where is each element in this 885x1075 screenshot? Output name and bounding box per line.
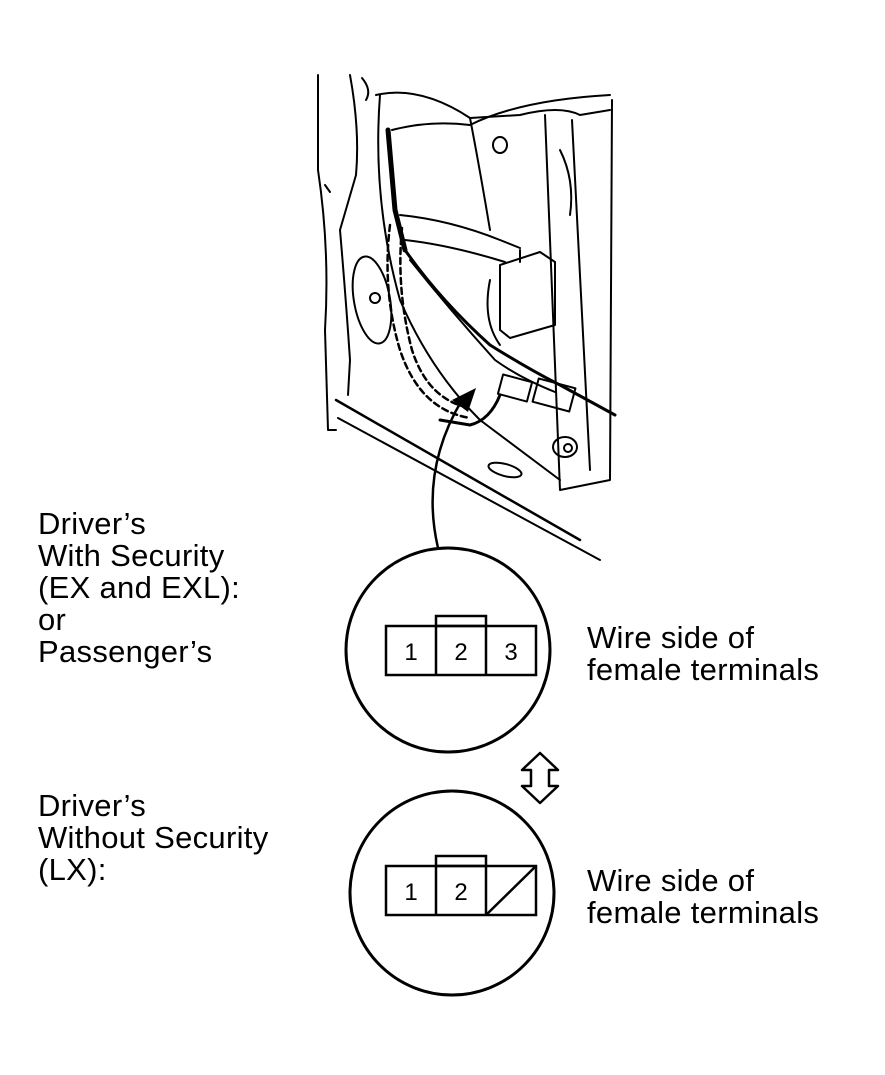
label-line: female terminals: [587, 895, 820, 930]
pin-label: 2: [454, 879, 467, 906]
empty-cavity-slash: [485, 865, 537, 916]
panel-top: [375, 91, 611, 119]
pillar-inner-edge: [339, 74, 359, 396]
pointer-arrowhead: [452, 388, 476, 412]
sill-edge: [334, 398, 582, 542]
label-line: (LX):: [38, 852, 107, 887]
label-line: (EX and EXL):: [38, 570, 241, 605]
label-line: Wire side of: [587, 620, 755, 655]
label-line: female terminals: [587, 652, 820, 687]
label-line: or: [38, 602, 67, 637]
connector-face-top: 1 2 3: [384, 614, 538, 677]
pin-label: 1: [404, 639, 417, 666]
control-unit: [499, 251, 556, 339]
alternate-arrow-icon: [520, 751, 560, 805]
connector-detail-circle-top: [344, 546, 552, 754]
pillar-detail: [361, 77, 370, 101]
wire-side-label-bottom: Wire side of female terminals: [587, 865, 819, 929]
label-line: Without Security: [38, 820, 269, 855]
sill-edge-lower: [337, 417, 601, 561]
pin-label: 1: [404, 879, 417, 906]
harness-connector-mate: [531, 377, 577, 413]
label-line: With Security: [38, 538, 225, 573]
connector-detail-circle-bottom: [348, 789, 556, 997]
trim-line: [377, 94, 561, 481]
label-line: Driver’s: [38, 788, 147, 823]
driver-with-security-label: Driver’s With Security (EX and EXL): or …: [38, 508, 240, 668]
label-line: Driver’s: [38, 506, 147, 541]
pin-label: 3: [504, 639, 517, 666]
label-line: Passenger’s: [38, 634, 213, 669]
wire-side-label-top: Wire side of female terminals: [587, 622, 819, 686]
door-edge: [544, 99, 613, 491]
connector-face-bottom: 1 2: [384, 854, 538, 917]
harness-connector: [496, 373, 534, 403]
pin-label: 2: [454, 639, 467, 666]
driver-without-security-label: Driver’s Without Security (LX):: [38, 790, 269, 886]
label-line: Wire side of: [587, 863, 755, 898]
hidden-harness-route: [386, 223, 472, 420]
harness: [385, 127, 408, 253]
pillar-left-edge: [317, 74, 337, 431]
pointer-line: [431, 398, 464, 550]
